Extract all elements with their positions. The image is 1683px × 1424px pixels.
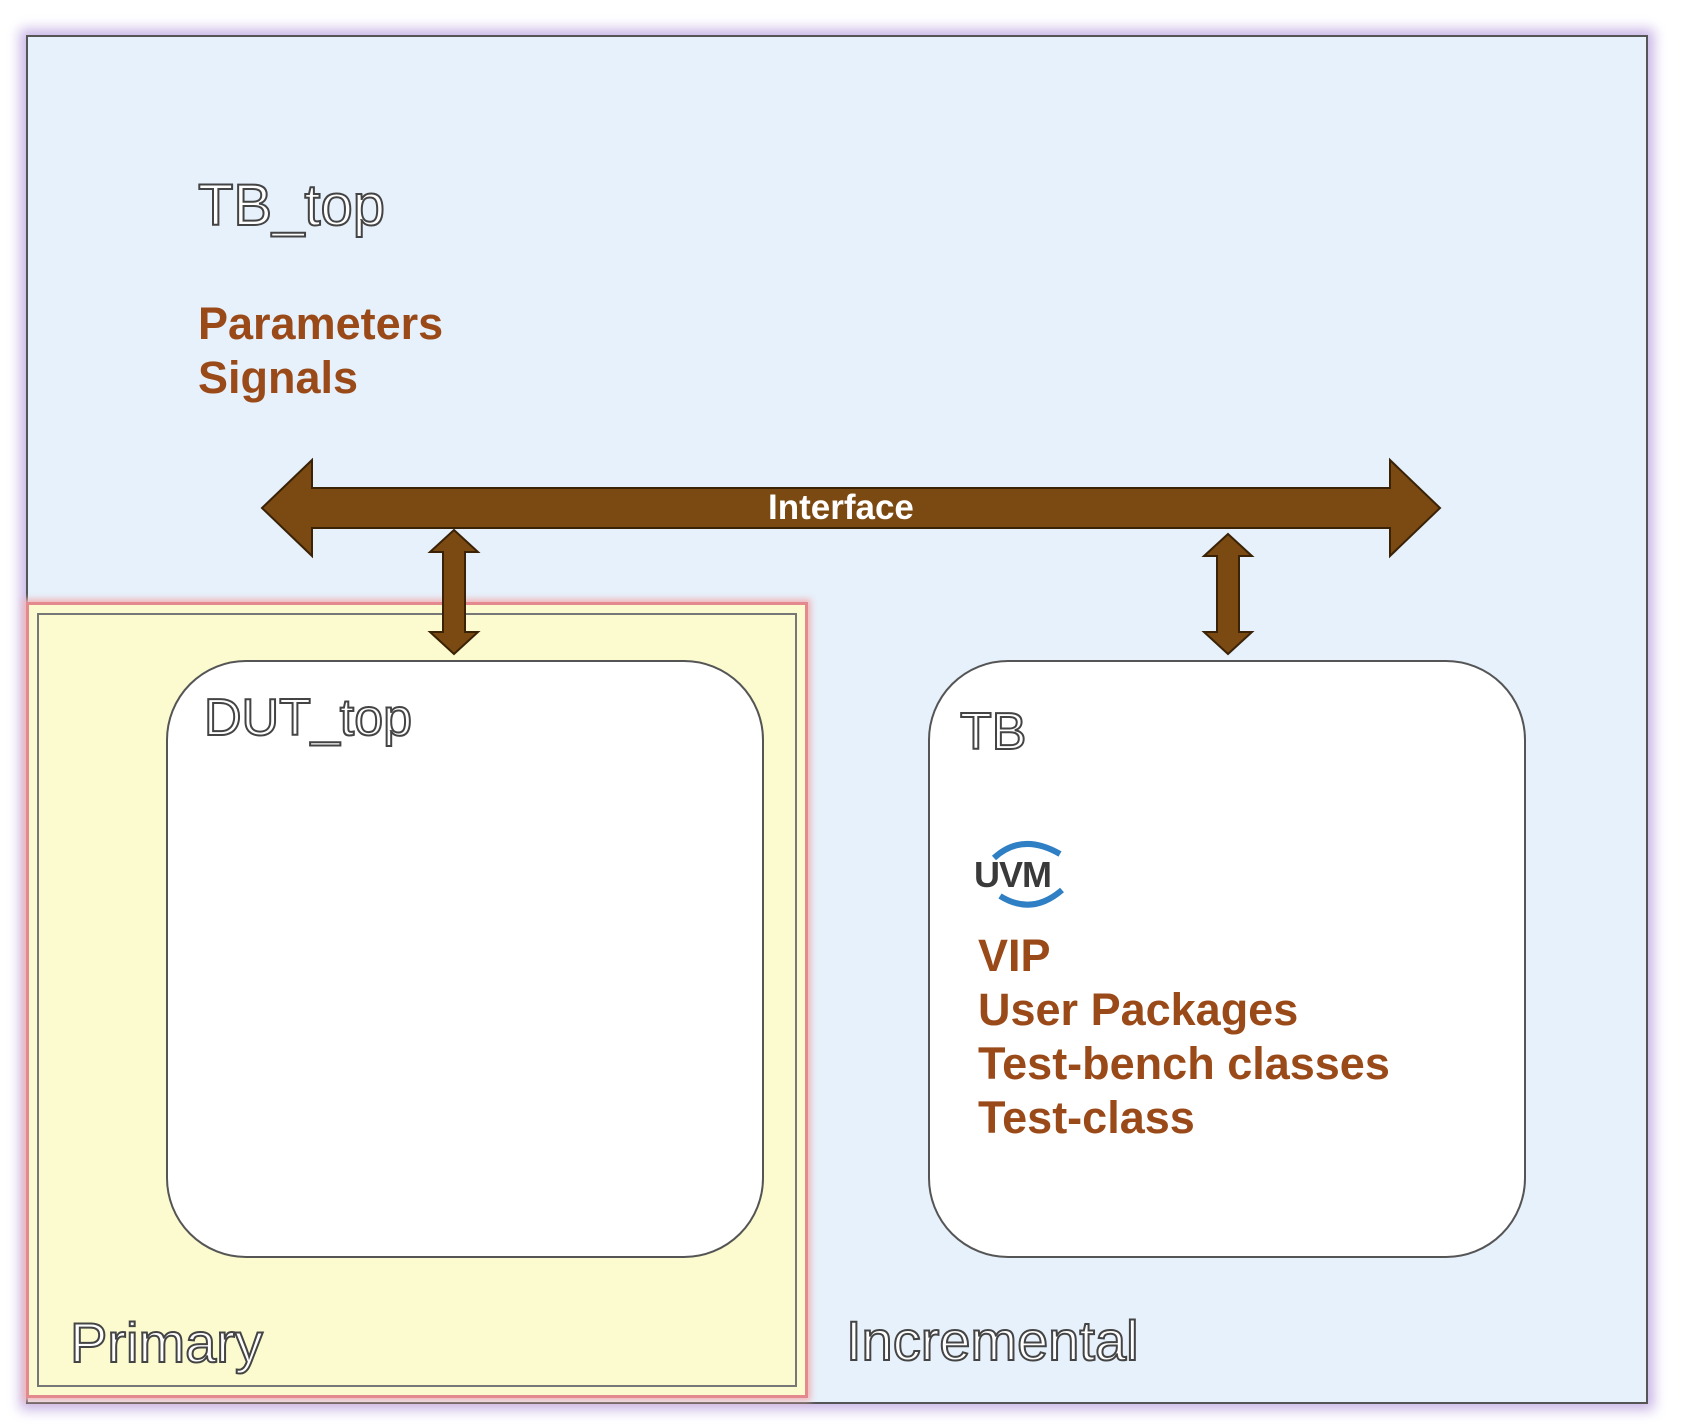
dut-top-box xyxy=(166,660,764,1258)
tb-item-test-class: Test-class xyxy=(978,1092,1195,1143)
interface-label: Interface xyxy=(768,488,914,527)
tb-box xyxy=(928,660,1526,1258)
interface-arrow xyxy=(260,457,1442,559)
tb-item-vip: VIP xyxy=(978,930,1051,981)
tb-top-item-signals: Signals xyxy=(198,352,359,403)
tb-title: TB xyxy=(959,702,1027,762)
primary-label: Primary xyxy=(69,1310,264,1375)
tb-top-title: TB_top xyxy=(197,172,386,239)
dut-connector-arrow xyxy=(427,528,481,656)
uvm-logo-text: UVM xyxy=(974,854,1052,895)
incremental-label: Incremental xyxy=(845,1308,1140,1373)
uvm-logo-swirl xyxy=(991,840,1064,908)
tb-top-item-parameters: Parameters xyxy=(198,298,444,349)
uvm-logo: UVM xyxy=(972,830,1082,914)
tb-item-user-packages: User Packages xyxy=(978,984,1299,1035)
dut-top-title: DUT_top xyxy=(203,688,413,748)
tb-item-test-bench-classes: Test-bench classes xyxy=(978,1038,1390,1089)
primary-region-border xyxy=(37,613,797,1387)
tb-connector-arrow xyxy=(1201,532,1255,656)
